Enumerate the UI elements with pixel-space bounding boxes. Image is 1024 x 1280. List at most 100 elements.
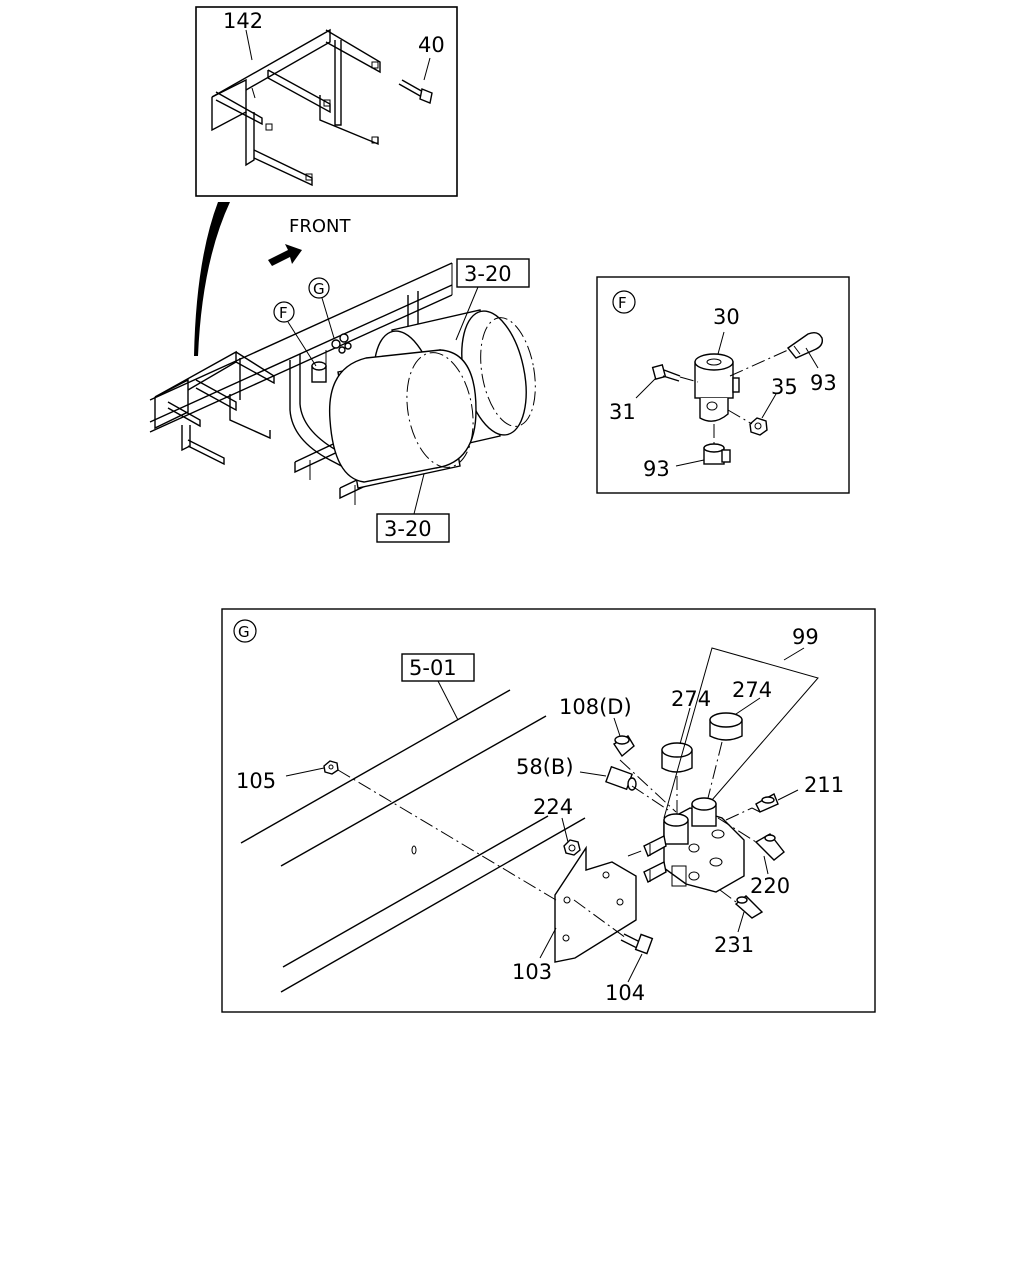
cap-274-right-icon xyxy=(709,712,743,741)
nut-35-icon xyxy=(749,417,768,436)
leader-99 xyxy=(783,647,805,661)
fitting-220-icon xyxy=(754,833,785,861)
nut-224-icon xyxy=(563,839,581,856)
leader-274-right xyxy=(735,697,761,715)
detail-g-panel: G 5-01 xyxy=(221,608,876,1013)
assembly-line-g8 xyxy=(719,889,737,903)
leader-224 xyxy=(561,817,569,843)
inset-pointer-arc xyxy=(194,202,230,356)
fitting-108-icon xyxy=(613,735,635,758)
label-93-right: 93 xyxy=(810,371,837,395)
leader-31 xyxy=(635,377,657,399)
leader-callout-g xyxy=(321,297,335,339)
label-93-bottom: 93 xyxy=(643,457,670,481)
cap-274-left-icon xyxy=(661,742,693,773)
ref-5-01: 5-01 xyxy=(409,656,457,680)
leader-105 xyxy=(285,767,325,777)
label-40: 40 xyxy=(418,33,445,57)
label-231: 231 xyxy=(714,933,754,957)
leader-93-bottom xyxy=(675,459,705,467)
fitting-231-icon xyxy=(734,895,764,919)
front-label: FRONT xyxy=(289,216,351,237)
detail-f-border xyxy=(596,276,850,494)
label-31: 31 xyxy=(609,400,636,424)
detail-g-circle xyxy=(233,619,257,643)
leader-callout-f xyxy=(287,321,317,367)
bolt-31-icon xyxy=(651,364,681,382)
label-30: 30 xyxy=(713,305,740,329)
front-air-tank xyxy=(328,317,536,489)
label-211: 211 xyxy=(804,773,844,797)
label-104: 104 xyxy=(605,981,645,1005)
assembly-line-g7 xyxy=(717,817,757,843)
label-35: 35 xyxy=(771,375,798,399)
bracket-103-drawing xyxy=(554,845,637,963)
assembly-line-g11 xyxy=(627,849,645,857)
leader-274-left xyxy=(679,707,691,745)
main-view: FRONT xyxy=(149,216,536,543)
leader-ref-lower xyxy=(413,473,425,515)
frame-lines-g xyxy=(240,689,586,993)
assembly-line-g9 xyxy=(725,807,753,821)
bracket-142-drawing xyxy=(211,28,381,187)
leader-40 xyxy=(423,57,431,81)
leader-ref-upper xyxy=(455,286,479,341)
valve-cluster xyxy=(311,333,352,383)
valve-30-drawing xyxy=(694,353,740,422)
label-105: 105 xyxy=(236,769,276,793)
assembly-line-g4 xyxy=(707,741,723,799)
top-inset-border xyxy=(195,6,458,197)
callout-f-label: F xyxy=(279,304,288,322)
leader-211 xyxy=(777,789,799,801)
detail-f-panel: F xyxy=(596,276,850,494)
assembly-line-f1 xyxy=(679,376,699,383)
ref-box-lower xyxy=(376,513,450,543)
assembly-line-g6 xyxy=(619,759,677,813)
callout-g-circle xyxy=(308,277,330,299)
fitting-93-bottom-icon xyxy=(703,443,731,465)
fitting-93-right-icon xyxy=(786,331,824,359)
label-220: 220 xyxy=(750,874,790,898)
frame-bracket-drawing xyxy=(154,350,275,466)
callout-f-circle xyxy=(273,301,295,323)
bolt-40-icon xyxy=(398,79,433,104)
label-142: 142 xyxy=(223,9,263,33)
valve-block-drawing xyxy=(643,797,745,893)
leader-99-bracket xyxy=(663,647,819,819)
assembly-line-g1 xyxy=(337,769,557,901)
top-inset-panel: 142 40 xyxy=(195,6,458,197)
label-108: 108(D) xyxy=(559,695,632,719)
assembly-line-f4 xyxy=(727,409,753,425)
leader-5-01 xyxy=(437,680,459,721)
leader-220 xyxy=(763,855,769,875)
label-103: 103 xyxy=(512,960,552,984)
label-274-right: 274 xyxy=(732,678,772,702)
leader-58 xyxy=(579,771,607,777)
leader-103 xyxy=(539,927,557,959)
leader-30 xyxy=(717,331,725,355)
detail-g-label: G xyxy=(238,623,250,641)
detail-f-circle xyxy=(612,290,636,314)
leader-231 xyxy=(737,911,745,933)
ref-upper: 3-20 xyxy=(464,262,512,286)
ref-box-upper xyxy=(456,258,530,288)
assembly-line-g5 xyxy=(631,785,669,811)
assembly-line-f2 xyxy=(729,349,789,377)
callout-g-label: G xyxy=(313,280,325,298)
leader-93-right xyxy=(805,347,819,369)
label-224: 224 xyxy=(533,795,573,819)
detail-f-label: F xyxy=(618,294,627,312)
detail-g-border xyxy=(221,608,876,1013)
label-274-left: 274 xyxy=(671,687,711,711)
label-58: 58(B) xyxy=(516,755,574,779)
leader-108 xyxy=(613,717,621,737)
fitting-211-icon xyxy=(751,793,779,813)
frame-rails xyxy=(149,262,453,433)
ref-lower: 3-20 xyxy=(384,517,432,541)
fitting-58-icon xyxy=(605,765,637,791)
leader-104 xyxy=(627,953,643,983)
nut-105-icon xyxy=(323,760,339,775)
leader-35 xyxy=(761,393,777,419)
front-arrow-icon xyxy=(268,244,302,266)
